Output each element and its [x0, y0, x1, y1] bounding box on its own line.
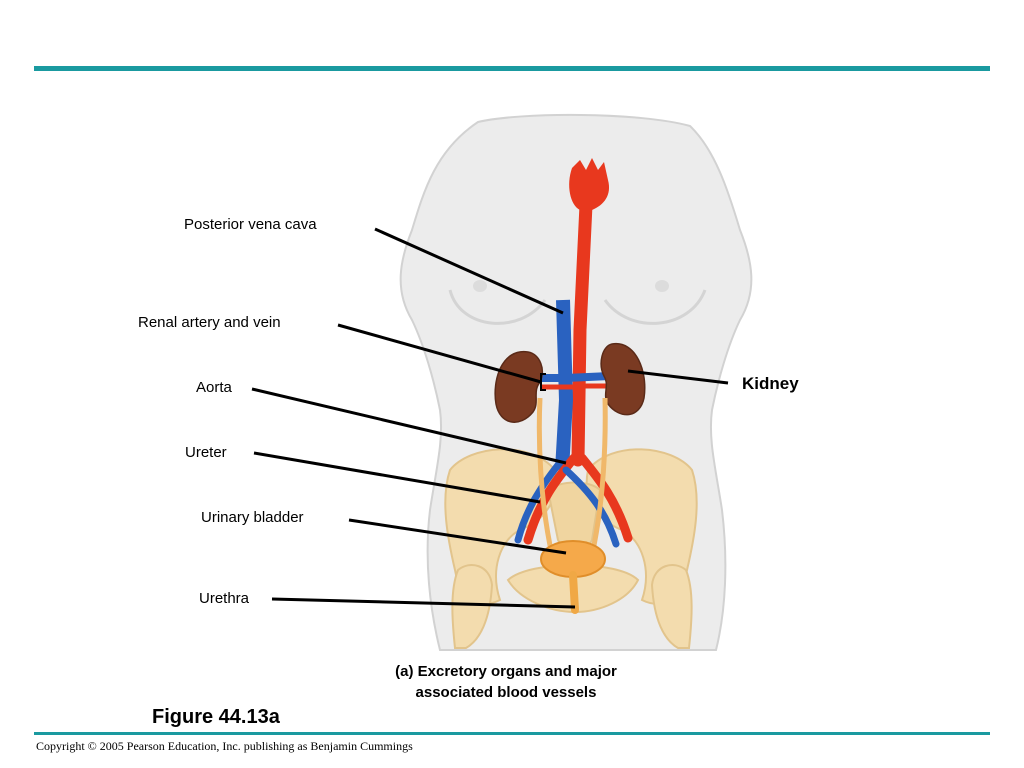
figure-caption: (a) Excretory organs and major associate… — [368, 661, 644, 703]
label-urinary-bladder: Urinary bladder — [201, 509, 304, 526]
leader-urinary-bladder — [348, 518, 567, 555]
label-urethra: Urethra — [199, 590, 250, 607]
aortic-arch — [569, 158, 610, 210]
right-iliac-vein — [562, 466, 620, 548]
right-femur-head — [650, 564, 693, 649]
left-kidney — [494, 351, 544, 423]
label-ureter: Ureter — [185, 444, 227, 461]
leader-posterior-vena-cava — [374, 227, 564, 315]
right-breast-outline — [603, 289, 707, 325]
left-breast-outline — [448, 289, 547, 325]
leader-urethra — [271, 597, 576, 609]
left-iliac-artery — [523, 453, 579, 545]
caption-line-2: associated blood vessels — [415, 684, 597, 701]
left-nipple — [473, 280, 487, 292]
caption-line-1: (a) Excretory organs and major — [395, 663, 617, 680]
figure-number: Figure 44.13a — [152, 706, 280, 728]
label-renal-artery-vein: Renal artery and vein — [138, 314, 281, 331]
top-accent-rule — [34, 66, 990, 71]
posterior-vena-cava — [555, 299, 574, 471]
right-ureter — [589, 397, 608, 556]
bottom-accent-rule — [34, 732, 990, 735]
right-nipple — [655, 280, 669, 292]
leader-aorta — [251, 387, 567, 465]
urethra — [569, 571, 579, 614]
right-renal-vein — [565, 372, 611, 382]
leader-kidney — [627, 369, 729, 385]
label-aorta: Aorta — [196, 379, 232, 396]
copyright-notice: Copyright © 2005 Pearson Education, Inc.… — [36, 739, 413, 753]
right-kidney — [600, 343, 646, 416]
label-posterior-vena-cava: Posterior vena cava — [184, 216, 317, 233]
label-kidney: Kidney — [742, 374, 799, 393]
aorta — [571, 198, 593, 467]
leader-ureter — [253, 451, 541, 504]
left-ureter — [536, 397, 555, 556]
leader-renal-artery-vein — [337, 323, 542, 384]
right-iliac-artery — [577, 453, 633, 543]
left-femur-head — [451, 564, 494, 649]
